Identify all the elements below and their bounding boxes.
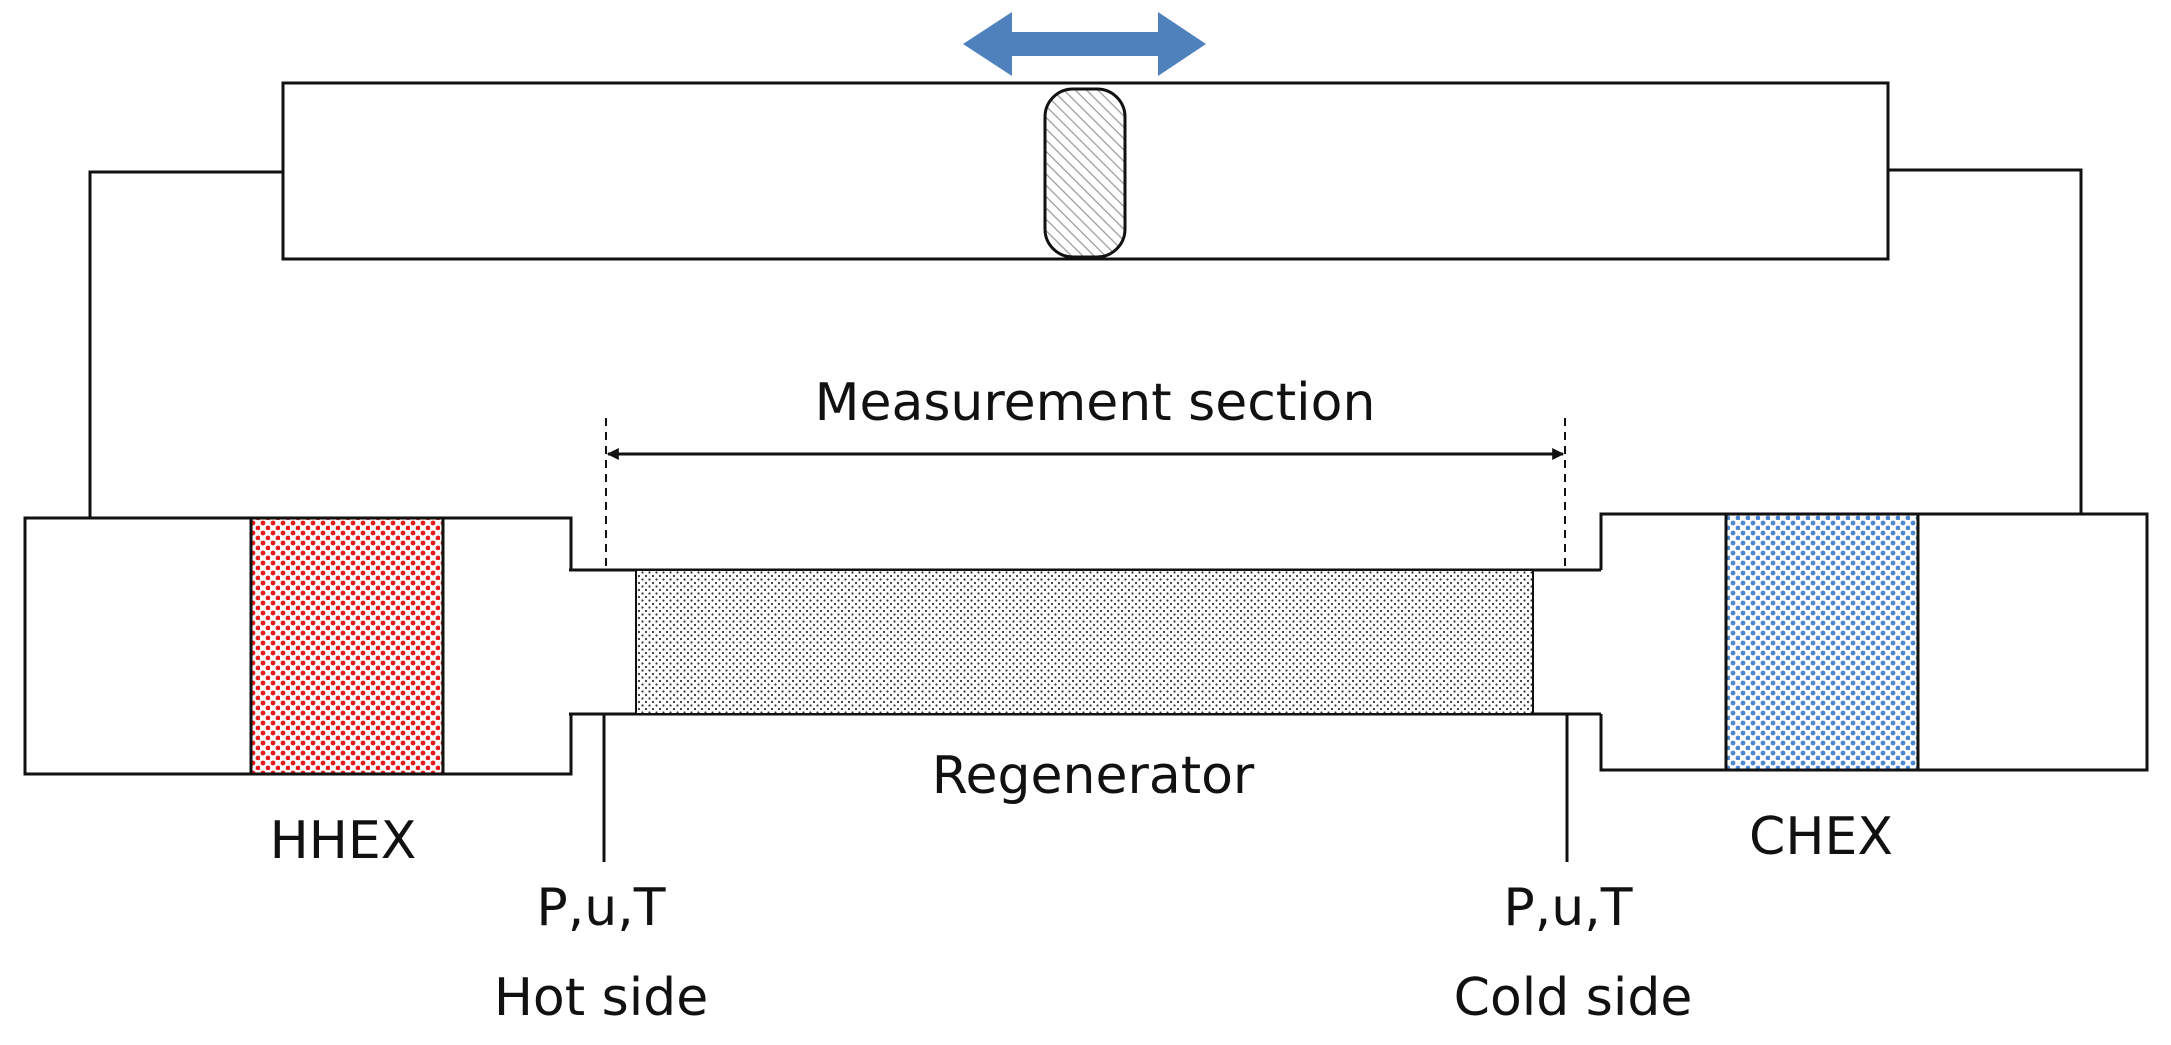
chex-label: CHEX (1749, 807, 1893, 867)
left-connecting-pipe (88, 170, 283, 518)
right-connecting-pipe (1888, 168, 2083, 514)
piston-icon (1043, 87, 1127, 259)
probe-label-cold: P,u,T (1503, 878, 1632, 938)
hhex-label: HHEX (270, 811, 417, 871)
probe-label-hot: P,u,T (536, 878, 665, 938)
regenerator-matrix (635, 569, 1534, 715)
double-headed-arrow-icon (963, 12, 1206, 76)
cold-side-label: Cold side (1454, 968, 1693, 1028)
regenerator-tube (569, 568, 1603, 716)
hhex-core (249, 516, 445, 776)
chex-core (1724, 512, 1920, 772)
regenerator-label: Regenerator (932, 746, 1255, 806)
hhex-housing (23, 516, 573, 776)
chex-housing (1599, 512, 2149, 772)
hot-side-label: Hot side (494, 968, 708, 1028)
measurement-section-label: Measurement section (815, 373, 1376, 433)
